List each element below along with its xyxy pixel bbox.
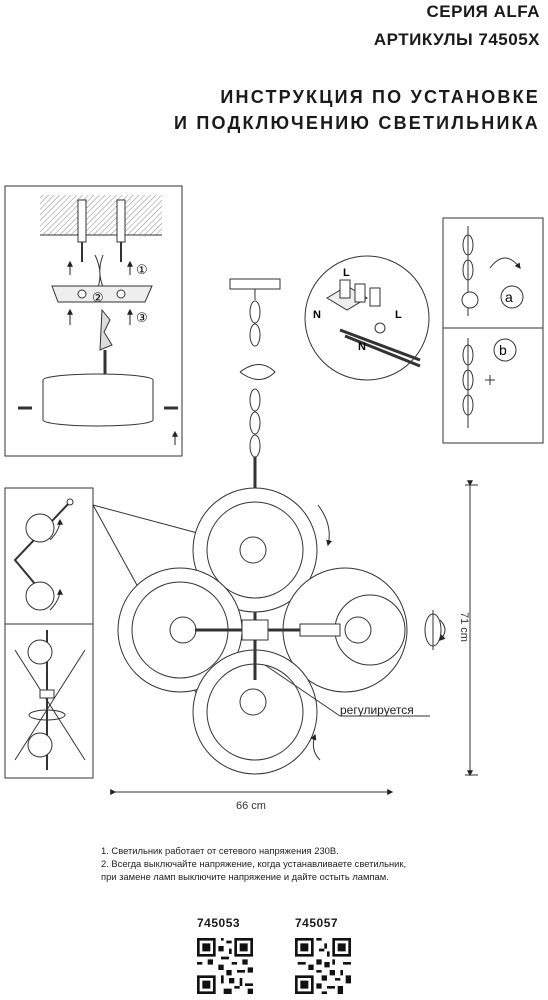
step-1-label: ①: [136, 263, 148, 278]
wire-n-bottom: N: [358, 341, 366, 353]
note-line-3: при замене ламп выключите напряжение и д…: [101, 871, 389, 882]
wire-n-top: N: [313, 309, 321, 321]
terminal-block: [99, 308, 113, 351]
chain-label-a: a: [505, 289, 513, 305]
ceiling-hatch: [40, 195, 162, 235]
step-2-label: ②: [92, 291, 104, 306]
wire-l-top: L: [343, 267, 350, 279]
article-code-2: 745057: [295, 916, 339, 930]
top-bulb: [239, 536, 267, 564]
width-dimension: 66 cm: [236, 800, 266, 812]
instruction-title-line2: И ПОДКЛЮЧЕНИЮ СВЕТИЛЬНИКА: [174, 113, 540, 133]
article-heading: АРТИКУЛЫ 74505X: [373, 30, 540, 49]
dimension-lines: [110, 480, 478, 795]
ceiling-anchor-left: [77, 199, 87, 243]
chain-detail-panel: a b: [442, 217, 544, 444]
instruction-title-line1: ИНСТРУКЦИЯ ПО УСТАНОВКЕ: [220, 87, 540, 107]
article-code-1: 745053: [197, 916, 241, 930]
chain-label-b: b: [499, 342, 507, 358]
canopy: [229, 278, 281, 290]
hub: [241, 619, 269, 641]
chandelier-drawing: [117, 278, 446, 775]
mounting-bracket: [51, 285, 153, 303]
leader-line-top: [92, 504, 206, 536]
height-dimension: 71 cm: [458, 612, 470, 642]
note-line-2: 2. Всегда выключайте напряжение, когда у…: [101, 858, 407, 869]
adjustable-label: регулируется: [340, 703, 414, 717]
rotation-detail-panel: [4, 487, 94, 779]
notes: 1. Светильник работает от сетевого напря…: [101, 844, 406, 883]
wiring-detail: L N L N: [304, 255, 430, 381]
wire-l-bottom: L: [395, 309, 402, 321]
ceiling-anchor-right: [116, 199, 126, 243]
left-bulb: [169, 616, 197, 644]
note-line-1: 1. Светильник работает от сетевого напря…: [101, 845, 339, 856]
qr-code-745053: [197, 938, 253, 994]
step-3-label: ③: [136, 311, 148, 326]
mounting-panel: ① ② ③: [4, 185, 183, 457]
series-heading: СЕРИЯ ALFA: [426, 2, 540, 21]
bottom-bulb: [239, 688, 267, 716]
canopy-body: [42, 380, 154, 427]
right-bulb: [344, 616, 372, 644]
qr-code-745057: [295, 938, 351, 994]
